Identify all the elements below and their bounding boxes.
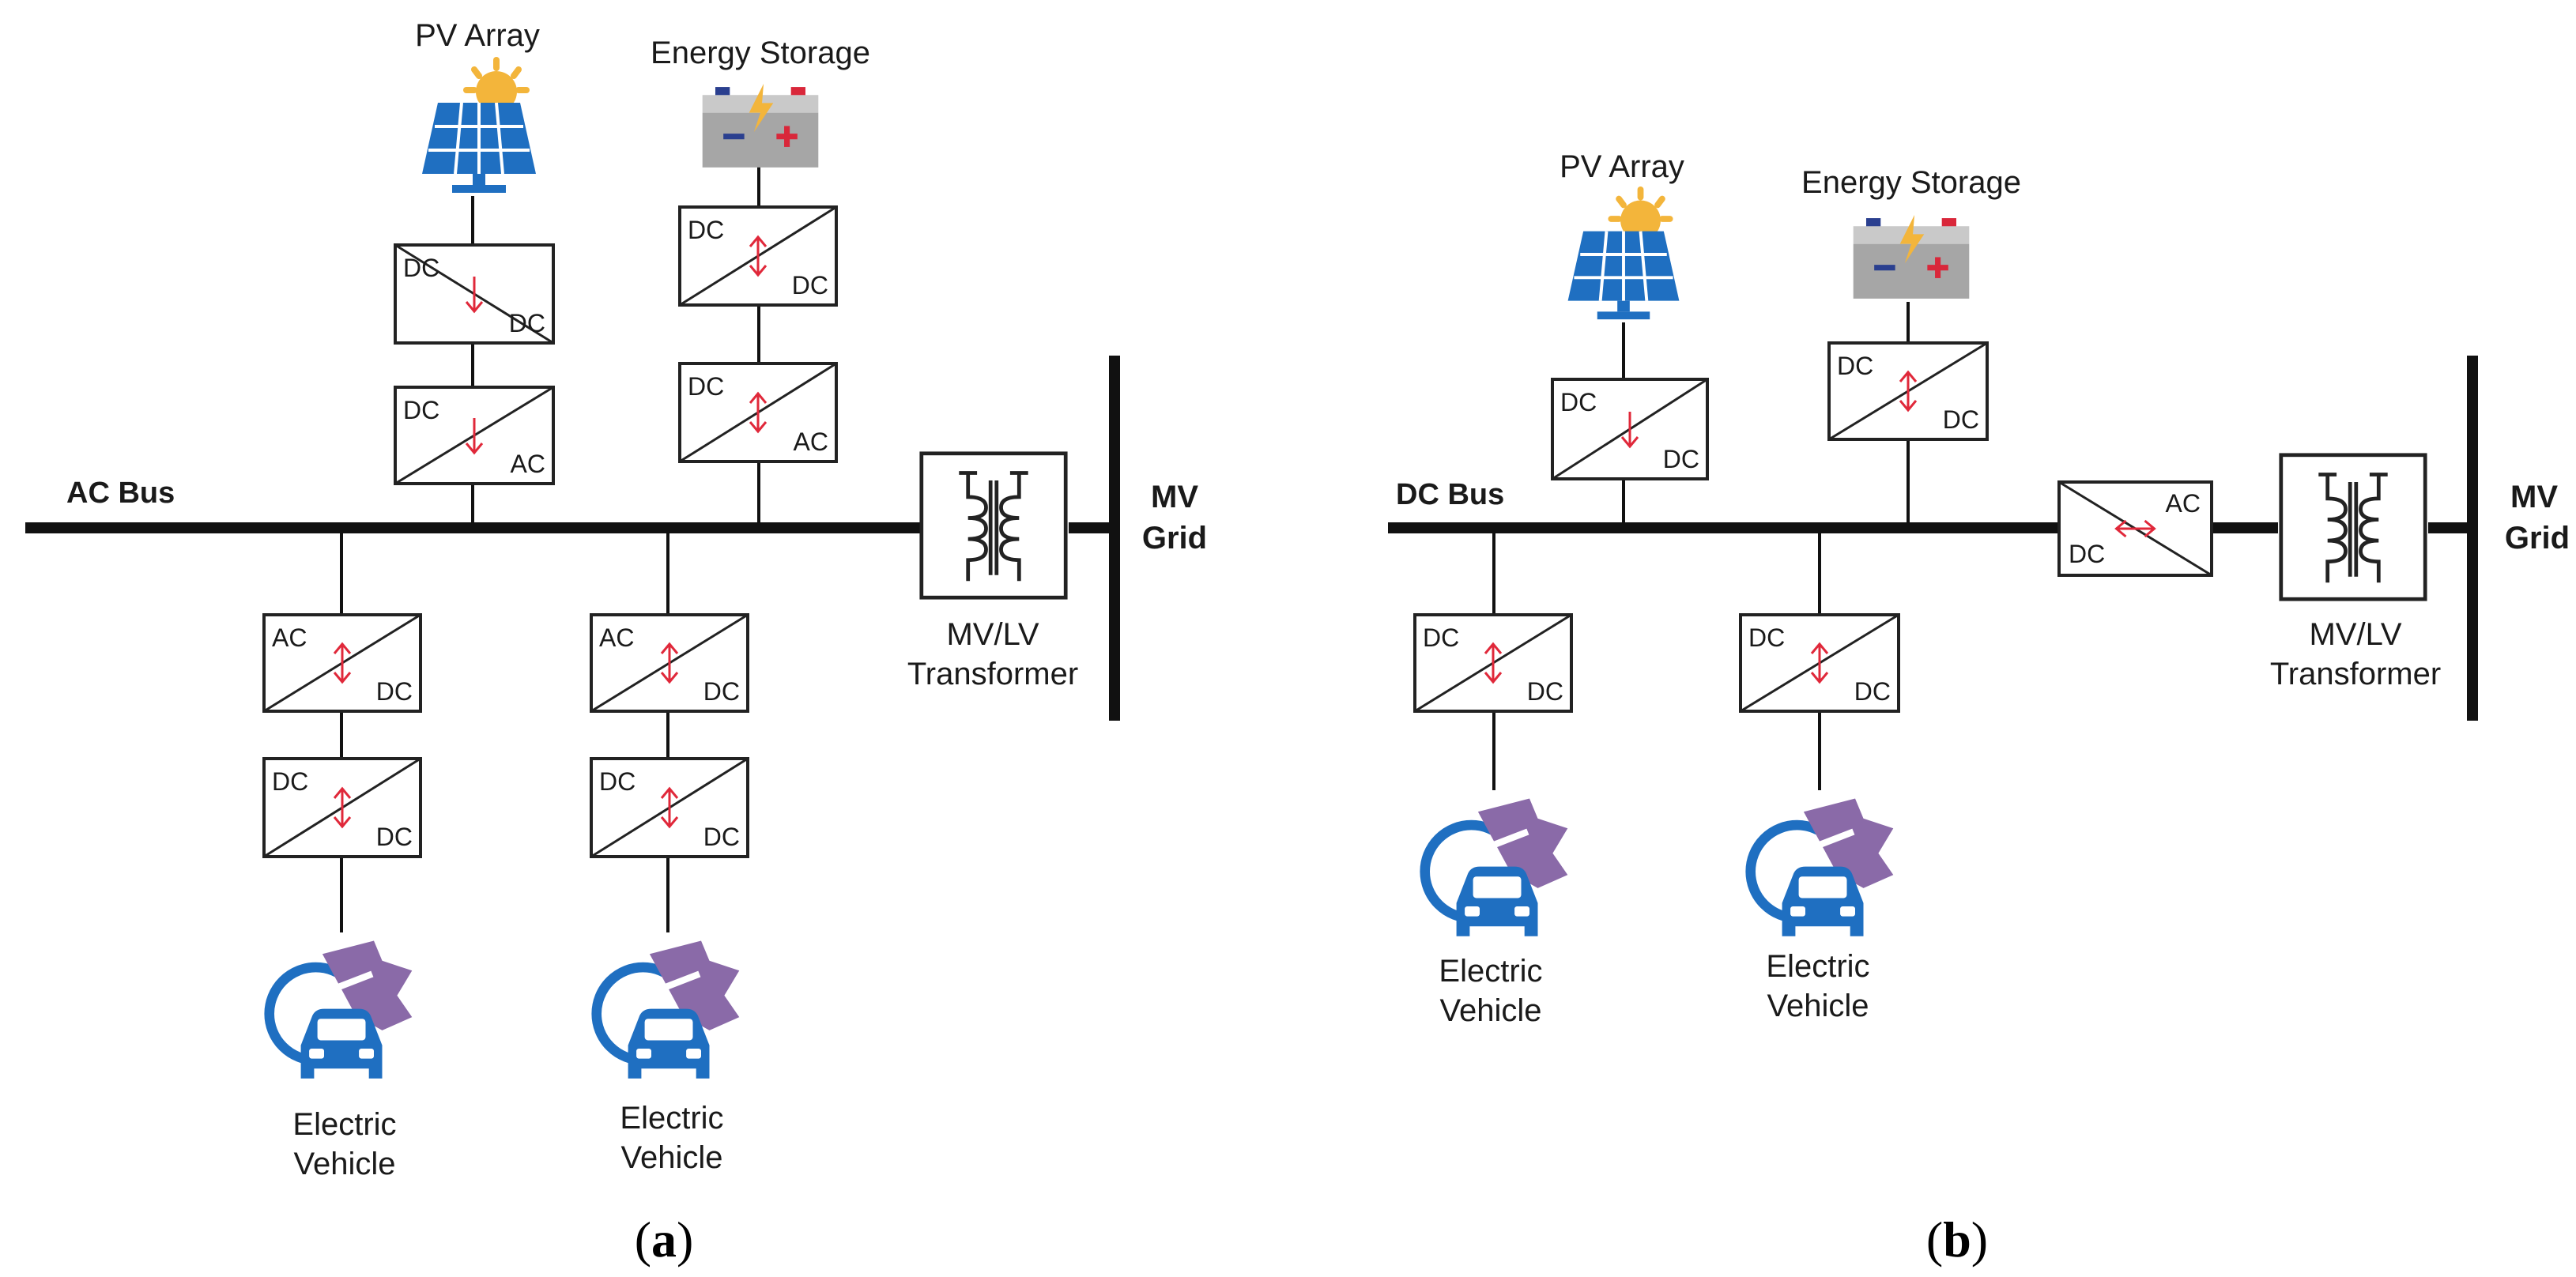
arrow-updown-icon (333, 786, 352, 829)
panel-b-feeders (1492, 302, 1910, 790)
converter-panel-a-pv-dcac: DC AC (394, 386, 555, 485)
energy-storage-label: Energy Storage (1801, 165, 2021, 200)
ev-label-line2: Vehicle (621, 1140, 723, 1175)
transformer-icon (2281, 455, 2425, 599)
panel-b: DC Bus PV Array Energy Storage MV/LV Tra… (1388, 149, 2570, 1268)
converter-input-label: DC (403, 254, 439, 282)
mv-grid-label-line1: MV (1151, 480, 1198, 514)
transformer-label-line2: Transformer (907, 657, 1078, 691)
caption-b: (b) (1926, 1211, 1988, 1268)
dc-bus-label: DC Bus (1396, 478, 1504, 511)
arrow-updown-icon (1484, 642, 1503, 684)
converter-output-label: DC (1527, 677, 1563, 706)
transformer-label-line1: MV/LV (946, 617, 1039, 652)
mv-grid-label-line2: Grid (2505, 521, 2570, 556)
ev-label-line1: Electric (620, 1101, 723, 1136)
mv-grid-label-line2: Grid (1142, 521, 1207, 556)
ev-label-line1: Electric (1439, 954, 1542, 989)
arrow-updown-icon (1899, 370, 1918, 412)
ev-label-line2: Vehicle (294, 1147, 396, 1181)
converter-output-label: DC (792, 271, 828, 299)
transformer-label-line2: Transformer (2270, 657, 2441, 691)
converter-panel-a-es-dcdc: DC DC (678, 205, 838, 307)
converter-output-label: AC (511, 450, 545, 478)
ev-label-line1: Electric (292, 1107, 396, 1142)
converter-panel-a-es-dcac: DC AC (678, 362, 838, 463)
converter-input-label: DC (1560, 388, 1597, 416)
converter-output-label: DC (1663, 445, 1699, 473)
ac-bus-label: AC Bus (66, 477, 175, 510)
transformer-label-line1: MV/LV (2309, 617, 2401, 652)
pv-array-label: PV Array (415, 18, 540, 53)
battery-icon (702, 84, 819, 168)
transformer-icon (922, 454, 1065, 597)
arrow-updown-icon (660, 642, 679, 684)
battery-icon (1853, 215, 1970, 299)
converter-input-label: DC (599, 767, 636, 796)
arrow-updown-icon (333, 642, 352, 684)
converter-output-label: DC (376, 823, 413, 851)
arrow-updown-icon (749, 235, 768, 277)
caption-a: (a) (635, 1211, 694, 1268)
arrow-updown-icon (749, 391, 768, 434)
converter-input-label: DC (1837, 352, 1873, 380)
converter-panel-a-ev1-acdc: AC DC (262, 613, 422, 713)
panel-a-feeders (340, 164, 760, 932)
converter-panel-b-ev2-dcdc: DC DC (1739, 613, 1900, 713)
converter-panel-b-ev1-dcdc: DC DC (1413, 613, 1573, 713)
mv-grid-label-line1: MV (2510, 480, 2558, 514)
converter-output-label: DC (703, 823, 740, 851)
converter-input-label: DC (272, 767, 308, 796)
converter-panel-a-ev2-acdc: AC DC (590, 613, 749, 713)
converter-panel-a-ev1-dcdc: DC DC (262, 757, 422, 858)
converter-input-label: DC (403, 396, 439, 424)
arrow-updown-icon (1810, 642, 1829, 684)
ev-label-line2: Vehicle (1440, 993, 1542, 1028)
converter-output-label: DC (2069, 540, 2105, 568)
arrow-updown-icon (660, 786, 679, 829)
pv-panel-icon (422, 60, 536, 193)
ev-charger-icon (270, 941, 413, 1079)
converter-input-label: AC (599, 623, 634, 652)
converter-output-label: DC (703, 677, 740, 706)
converter-output-label: DC (509, 309, 545, 337)
converter-input-label: DC (688, 216, 724, 244)
converter-input-label: DC (1748, 623, 1785, 652)
ev-charger-icon (1425, 799, 1568, 936)
ev-charger-icon (1751, 799, 1894, 936)
arrow-leftright-icon (2114, 519, 2156, 538)
converter-panel-a-pv-dcdc: DC DC (394, 243, 555, 345)
converter-input-label: DC (688, 372, 724, 401)
converter-panel-b-es-dcdc: DC DC (1827, 341, 1989, 441)
panel-a: AC Bus PV Array Energy Storage MV/LV Tra… (25, 18, 1207, 1268)
ev-charger-icon (597, 941, 740, 1079)
ev-label-line1: Electric (1766, 949, 1869, 984)
converter-input-label: DC (1423, 623, 1459, 652)
pv-panel-icon (1568, 190, 1680, 319)
converter-output-label: DC (1943, 405, 1979, 434)
converter-output-label: DC (376, 677, 413, 706)
pv-array-label: PV Array (1560, 149, 1684, 184)
converter-blocks: DCDCDCACDCDCDCACACDCDCDCACDCDCDCDCDCDCDC… (262, 205, 2213, 858)
arrow-down-icon (465, 418, 484, 455)
ev-label-line2: Vehicle (1767, 989, 1869, 1023)
energy-storage-label: Energy Storage (651, 36, 870, 70)
converter-output-label: AC (794, 428, 828, 456)
arrow-down-icon (465, 277, 484, 314)
converter-panel-b-grid-dcac: AC DC (2057, 480, 2213, 577)
converter-panel-b-pv-dcdc: DC DC (1551, 378, 1709, 480)
arrow-down-icon (1620, 412, 1639, 449)
converter-panel-a-ev2-dcdc: DC DC (590, 757, 749, 858)
converter-input-label: AC (272, 623, 307, 652)
converter-output-label: DC (1854, 677, 1891, 706)
converter-input-label: AC (2166, 489, 2201, 518)
